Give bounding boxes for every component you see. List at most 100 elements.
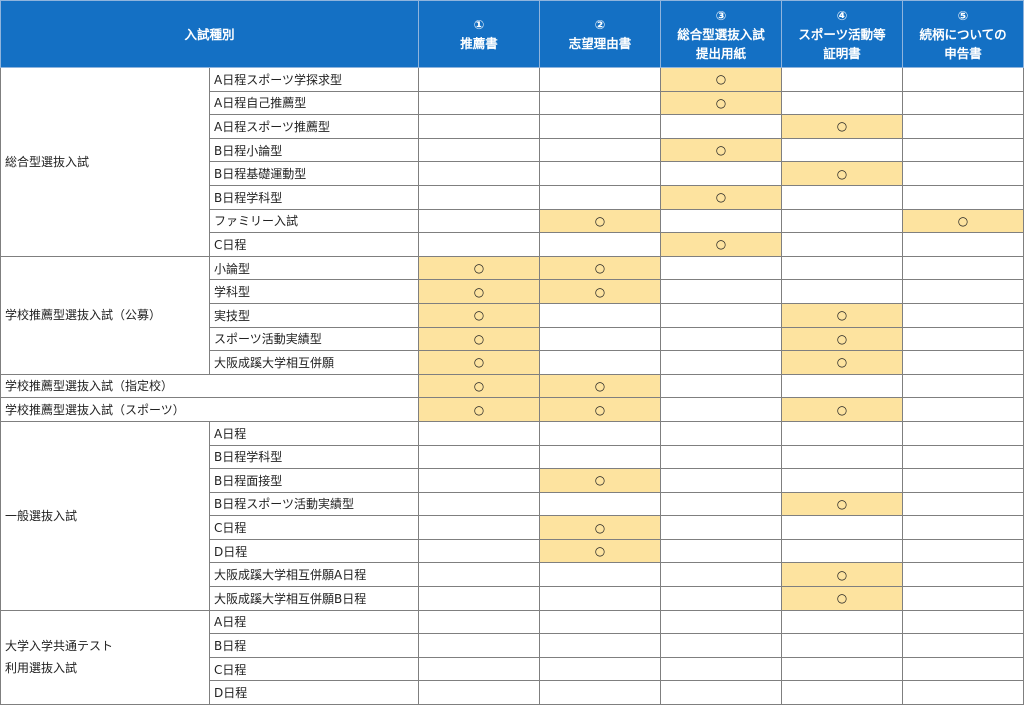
table-row: ファミリー入試 ○ ○ [1, 208, 1024, 234]
required-mark: ○ [836, 591, 848, 606]
requirement-cell-1: ○ [418, 326, 541, 352]
requirement-cell-5 [902, 255, 1024, 281]
exam-type-cell: A日程 [208, 609, 420, 635]
exam-type-cell: ファミリー入試 [208, 208, 420, 234]
required-mark: ○ [836, 402, 848, 417]
required-mark: ○ [715, 237, 727, 252]
requirement-cell-3 [660, 114, 783, 139]
requirement-cell-4: ○ [781, 491, 904, 517]
requirement-cell-2 [539, 609, 662, 635]
requirement-cell-2: ○ [539, 208, 662, 234]
requirement-cell-5 [902, 184, 1024, 210]
requirement-cell-1: ○ [418, 279, 541, 304]
requirement-cell-5 [902, 468, 1024, 493]
header-col-num: ③ [715, 7, 727, 23]
header-col-5: ⑤ 続柄についての 申告書 [902, 0, 1024, 68]
header-col-1: ① 推薦書 [418, 0, 541, 68]
exam-type-cell: A日程 [208, 420, 420, 446]
table-header: 入試種別 ① 推薦書 ② 志望理由書 ③ 総合型選抜入試 提出用紙 ④ スポーツ… [0, 0, 1024, 68]
table-row: B日程スポーツ活動実績型○ [1, 491, 1024, 517]
requirement-cell-1 [418, 468, 541, 493]
requirement-cell-5 [902, 161, 1024, 186]
requirement-cell-4 [781, 468, 904, 493]
exam-type-cell: C日程 [208, 232, 420, 257]
requirement-cell-4: ○ [781, 350, 904, 375]
exam-type-cell: B日程学科型 [208, 184, 420, 210]
requirement-cell-3 [660, 302, 783, 328]
requirement-cell-3 [660, 562, 783, 588]
requirement-cell-5 [902, 562, 1024, 588]
exam-type-cell: A日程スポーツ学探求型 [208, 67, 420, 92]
category-cell: 学校推薦型選抜入試（公募） [0, 255, 210, 375]
table-row: B日程 [1, 633, 1024, 658]
requirement-cell-3: ○ [660, 67, 783, 92]
header-col-num: ② [594, 17, 606, 32]
requirement-cell-3: ○ [660, 90, 783, 116]
table-row: B日程面接型○ [1, 468, 1024, 493]
exam-type-cell: B日程 [208, 633, 420, 658]
requirement-cell-1 [418, 562, 541, 588]
requirement-cell-3 [660, 656, 783, 682]
requirement-cell-3 [660, 161, 783, 186]
exam-type-cell: 大阪成蹊大学相互併願 [208, 350, 420, 375]
table-row: 大阪成蹊大学相互併願A日程○ [1, 562, 1024, 588]
requirement-cell-1 [418, 515, 541, 540]
requirement-cell-5 [902, 420, 1024, 446]
table-row: スポーツ活動実績型○○ [1, 326, 1024, 352]
requirement-cell-2: ○ [539, 279, 662, 304]
requirement-cell-5 [902, 491, 1024, 517]
requirement-cell-2: ○ [539, 397, 662, 422]
requirement-cell-2 [539, 420, 662, 446]
header-category: 入試種別 [0, 0, 420, 68]
exam-type-cell: 実技型 [208, 302, 420, 328]
requirement-cell-4 [781, 90, 904, 116]
exam-type-cell: C日程 [208, 515, 420, 540]
required-mark: ○ [836, 355, 848, 370]
exam-type-cell: 大阪成蹊大学相互併願B日程 [208, 586, 420, 611]
requirement-cell-4 [781, 609, 904, 635]
required-mark: ○ [473, 308, 485, 323]
table-row: 大阪成蹊大学相互併願 ○ ○ [1, 350, 1024, 375]
category-cell: 総合型選抜入試 [0, 67, 210, 257]
requirement-cell-4: ○ [781, 114, 904, 139]
header-col-label: 申告書 [944, 45, 982, 61]
table-row: 学科型○○ [1, 279, 1024, 304]
requirement-cell-4: ○ [781, 397, 904, 422]
table-row: C日程 [1, 656, 1024, 682]
header-col-2: ② 志望理由書 [539, 0, 662, 68]
requirement-cell-1 [418, 491, 541, 517]
requirement-cell-5: ○ [902, 208, 1024, 234]
exam-type-cell: A日程自己推薦型 [208, 90, 420, 116]
requirement-cell-3 [660, 350, 783, 375]
requirement-cell-3 [660, 255, 783, 281]
requirement-cell-3 [660, 515, 783, 540]
table-row: D日程○ [1, 538, 1024, 564]
required-mark: ○ [594, 379, 606, 394]
header-col-label: 続柄についての [919, 26, 1007, 42]
requirement-cell-3 [660, 468, 783, 493]
requirement-cell-5 [902, 137, 1024, 163]
requirement-cell-5 [902, 302, 1024, 328]
requirement-cell-3 [660, 586, 783, 611]
requirement-cell-4 [781, 208, 904, 234]
table-row: B日程学科型 [1, 444, 1024, 470]
requirement-cell-4 [781, 633, 904, 658]
requirement-cell-3 [660, 397, 783, 422]
requirement-cell-2 [539, 491, 662, 517]
header-col-3: ③ 総合型選抜入試 提出用紙 [660, 0, 783, 68]
table-row: 実技型○○ [1, 302, 1024, 328]
required-mark: ○ [594, 402, 606, 417]
required-mark: ○ [473, 355, 485, 370]
requirement-cell-1 [418, 161, 541, 186]
requirement-cell-3 [660, 609, 783, 635]
requirement-cell-1: ○ [418, 255, 541, 281]
requirement-cell-4 [781, 515, 904, 540]
requirement-cell-3 [660, 680, 783, 706]
requirement-cell-4: ○ [781, 326, 904, 352]
required-mark: ○ [836, 166, 848, 181]
table-row: B日程学科型○ [1, 184, 1024, 210]
category-label: 学校推薦型選抜入試（スポーツ） [5, 402, 185, 417]
table-row: 学校推薦型選抜入試（公募）小論型○○ [0, 255, 1024, 375]
table-row: C日程○ [1, 515, 1024, 540]
